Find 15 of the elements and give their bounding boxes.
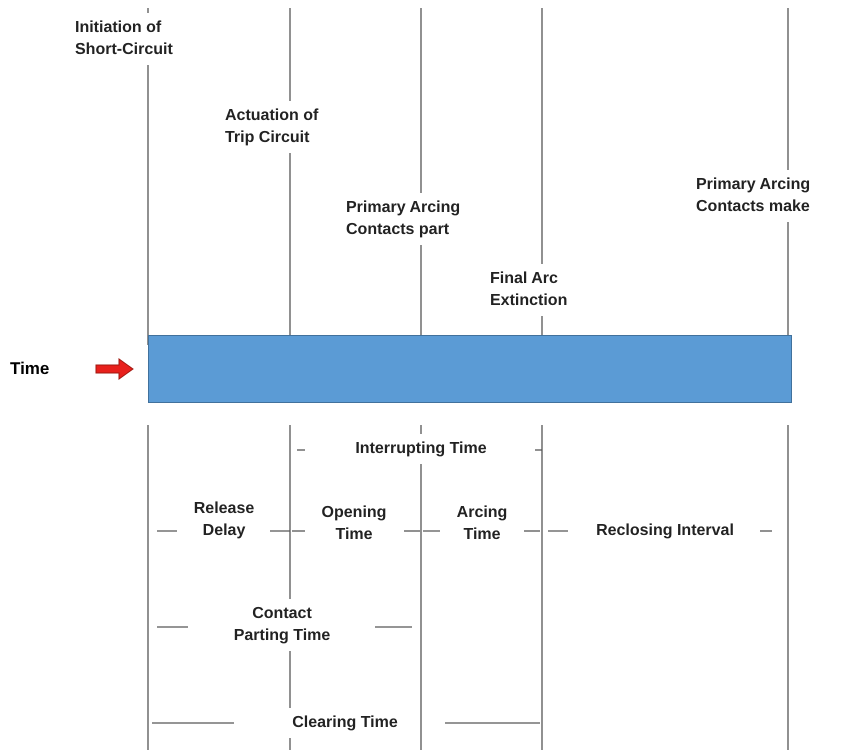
axis-label: Time [10, 357, 66, 381]
event-label: Final Arc Extinction [490, 269, 568, 311]
block-arrow [96, 358, 134, 380]
timeline-bar [148, 335, 792, 403]
event-label: Primary Arcing Contacts part [346, 198, 462, 240]
event-label: Primary Arcing Contacts make [696, 175, 812, 217]
interval-label: Opening Time [320, 503, 388, 545]
event-label: Initiation of Short-Circuit [75, 18, 174, 60]
event-label: Actuation of Trip Circuit [225, 106, 320, 148]
interval-label: Contact Parting Time [232, 604, 332, 646]
interval-label: Reclosing Interval [595, 521, 735, 541]
interval-label: Clearing Time [291, 713, 399, 733]
interval-label: Release Delay [192, 499, 256, 541]
interval-label: Arcing Time [456, 503, 508, 545]
interval-label: Interrupting Time [354, 439, 488, 459]
